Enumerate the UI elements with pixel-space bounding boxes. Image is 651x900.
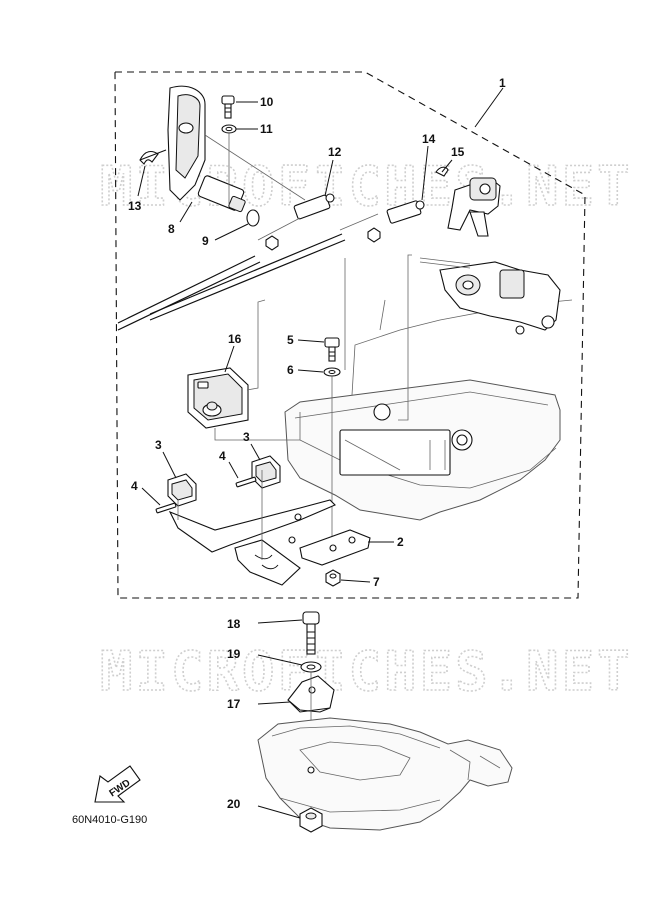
leader-4b bbox=[228, 461, 239, 479]
throttle-lever bbox=[447, 177, 501, 237]
leader-1 bbox=[474, 87, 504, 128]
bolt-part-5 bbox=[324, 337, 340, 362]
pin-part-4-right bbox=[235, 476, 257, 488]
o-ring-part-9 bbox=[246, 209, 260, 227]
callout-4b: 4 bbox=[219, 449, 226, 463]
callout-13: 13 bbox=[128, 199, 142, 213]
leader-5 bbox=[297, 339, 325, 343]
callout-10: 10 bbox=[260, 95, 274, 109]
callout-6: 6 bbox=[287, 363, 294, 377]
nut-part-7 bbox=[325, 569, 341, 587]
callout-4a: 4 bbox=[131, 479, 138, 493]
callout-8: 8 bbox=[168, 222, 175, 236]
callout-1: 1 bbox=[499, 76, 506, 90]
callout-15: 15 bbox=[451, 145, 465, 159]
link-wire bbox=[398, 254, 412, 421]
tiller-bracket-part-8 bbox=[167, 85, 246, 213]
assembly-boundary bbox=[114, 71, 586, 599]
throttle-cables bbox=[117, 213, 379, 331]
nut-part-20 bbox=[299, 807, 323, 833]
callout-18: 18 bbox=[227, 617, 241, 631]
lower-bracket bbox=[257, 717, 513, 831]
leader-7 bbox=[340, 579, 371, 583]
leader-8 bbox=[179, 201, 193, 223]
leader-9 bbox=[214, 223, 249, 241]
lower-housing bbox=[284, 299, 573, 521]
cable-joint-part-14 bbox=[386, 200, 425, 224]
nut-upper-right bbox=[367, 227, 381, 243]
leader-6 bbox=[297, 369, 324, 373]
callout-19: 19 bbox=[227, 647, 241, 661]
callout-20: 20 bbox=[227, 797, 241, 811]
callout-7: 7 bbox=[373, 575, 380, 589]
cable-clamp-part-3-right bbox=[251, 455, 281, 489]
callout-17: 17 bbox=[227, 697, 241, 711]
bolt-part-18 bbox=[302, 611, 320, 655]
callout-14: 14 bbox=[422, 132, 436, 146]
cable-joint-part-12 bbox=[293, 193, 335, 220]
callout-3a: 3 bbox=[155, 438, 162, 452]
washer-part-19 bbox=[300, 661, 322, 673]
callout-11: 11 bbox=[260, 122, 273, 136]
pin-part-4-left bbox=[155, 502, 177, 514]
leader-3a bbox=[162, 451, 177, 479]
leader-15 bbox=[441, 159, 453, 173]
leader-18 bbox=[257, 619, 303, 624]
carburetor-linkage bbox=[419, 257, 561, 335]
cable-clamp-part-3-left bbox=[167, 473, 197, 507]
leader-12 bbox=[324, 159, 334, 197]
leader-13 bbox=[137, 165, 146, 197]
washer-part-6 bbox=[323, 367, 341, 377]
leader-19 bbox=[257, 654, 303, 666]
leader-4a bbox=[141, 487, 161, 506]
watermark-lower: MICROFICHES.NET bbox=[100, 640, 633, 703]
switch-wire bbox=[214, 299, 301, 441]
callout-16: 16 bbox=[228, 332, 242, 346]
callout-12: 12 bbox=[328, 145, 342, 159]
leader-14 bbox=[421, 145, 429, 201]
washer-part-11 bbox=[221, 124, 237, 134]
drawing-code: 60N4010-G190 bbox=[72, 814, 147, 826]
callout-3b: 3 bbox=[243, 430, 250, 444]
clip-part-13 bbox=[139, 149, 167, 165]
nut-upper-left bbox=[265, 235, 279, 251]
leader-16 bbox=[224, 345, 235, 373]
stop-switch-part-16 bbox=[187, 367, 249, 429]
callout-9: 9 bbox=[202, 234, 209, 248]
fwd-arrow-icon: FWD bbox=[94, 765, 141, 803]
leader-17 bbox=[257, 701, 291, 705]
bracket-part-2 bbox=[299, 529, 371, 566]
callout-5: 5 bbox=[287, 333, 294, 347]
bolt-part-10 bbox=[221, 95, 235, 119]
leader-3b bbox=[250, 443, 261, 461]
leader-20 bbox=[257, 805, 301, 819]
callout-2: 2 bbox=[397, 535, 404, 549]
cable-bracket-plate bbox=[168, 470, 336, 586]
